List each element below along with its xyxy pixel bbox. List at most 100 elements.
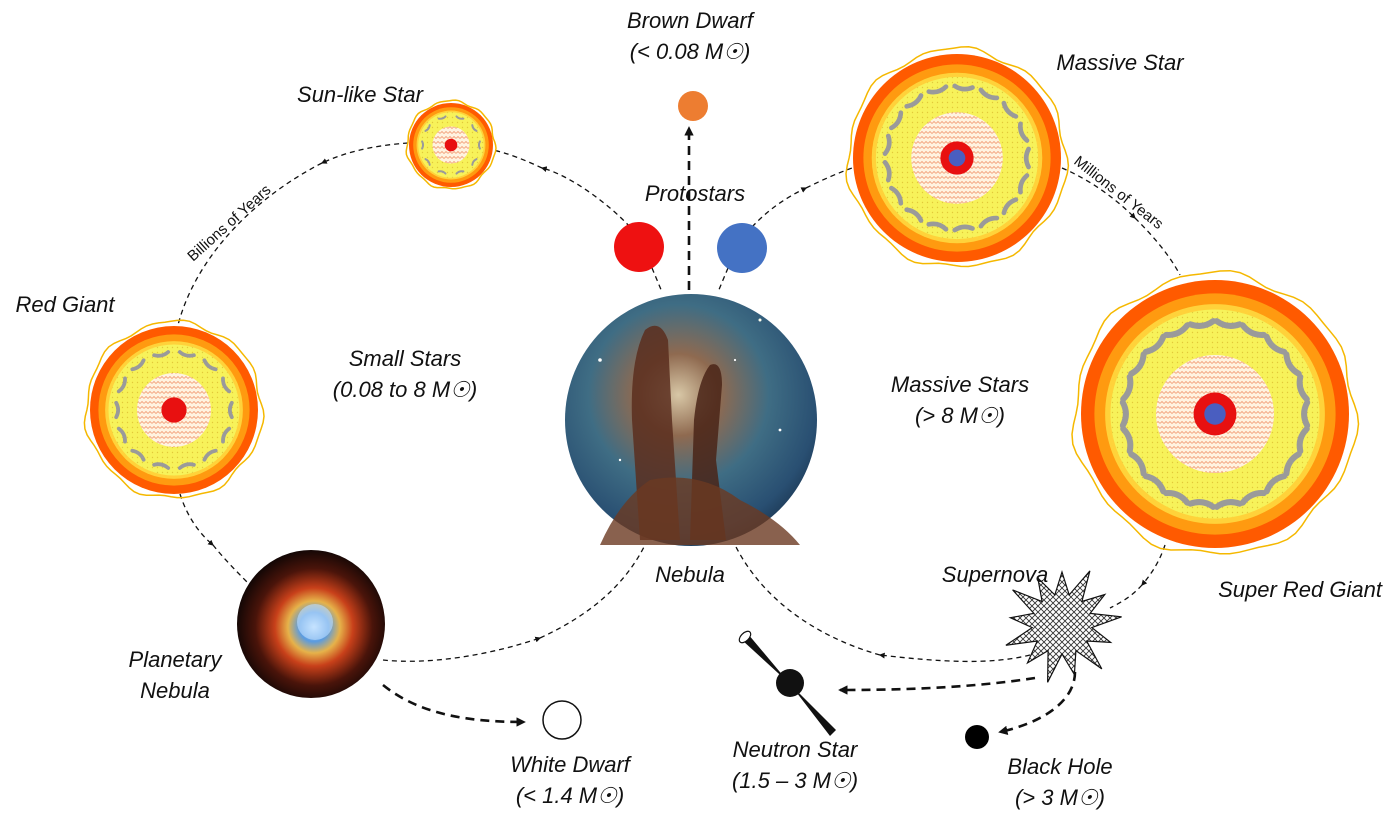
convection-arrow xyxy=(1119,399,1129,429)
brown-dwarf-mass: (< 0.08 M☉) xyxy=(629,38,751,64)
star-corona xyxy=(405,99,497,190)
arc-millions-to-super-red-giant xyxy=(1134,217,1181,276)
small-stars-mass: (0.08 to 8 M☉) xyxy=(332,376,478,402)
convection-arrow xyxy=(1023,146,1031,170)
convection-arrow xyxy=(1239,490,1267,506)
convection-arrow xyxy=(952,224,975,233)
planetary-nebula-image xyxy=(237,550,385,698)
massive-star-graphic xyxy=(845,46,1070,268)
lifecycle-arrows xyxy=(177,126,1181,735)
convection-arrow xyxy=(471,124,478,132)
planetary-nebula-label: Planetary Nebula xyxy=(100,645,250,707)
brown-dwarf-label: Brown Dwarf (< 0.08 M☉) xyxy=(600,6,780,68)
convection-arrow xyxy=(455,115,465,120)
arrow-supernova-to-black-hole xyxy=(998,671,1077,735)
convection-arrow xyxy=(978,215,1000,229)
convection-arrow xyxy=(1296,373,1310,403)
arc-sunlike-start xyxy=(491,149,543,169)
convection-arrow xyxy=(1296,425,1310,455)
convection-arrow xyxy=(424,158,431,166)
convection-arrow xyxy=(1142,473,1167,495)
convection-arrow xyxy=(227,400,234,420)
convection-arrow xyxy=(904,93,924,109)
millions-of-years-label: Millions of Years xyxy=(1071,153,1167,233)
arc-small-protostar-to-sunlike xyxy=(540,166,631,228)
convection-arrow xyxy=(177,462,196,470)
convection-arrow xyxy=(1128,351,1147,377)
super-red-giant-label: Super Red Giant xyxy=(1218,577,1382,602)
convection-arrow xyxy=(889,185,904,206)
arc-billions-to-redgiant xyxy=(177,162,323,326)
white-dwarf-mass: (< 1.4 M☉) xyxy=(515,782,625,808)
star-corona xyxy=(1071,269,1360,555)
convection-arrow xyxy=(437,170,447,175)
white-dwarf-dot xyxy=(542,700,582,740)
convection-arrow xyxy=(114,400,121,420)
convection-arrow xyxy=(904,207,924,223)
arc-planetary-to-nebula-2 xyxy=(539,544,646,639)
white-dwarf-name: White Dwarf xyxy=(510,752,630,777)
convection-arrow xyxy=(1142,333,1167,355)
black-hole-dot xyxy=(965,725,989,749)
neutron-star-mass: (1.5 – 3 M☉) xyxy=(731,767,859,793)
arc-massive-protostar-to-massive-star-2 xyxy=(805,167,853,189)
black-hole-label: Black Hole (> 3 M☉) xyxy=(985,752,1135,814)
small-stars-label: Small Stars (0.08 to 8 M☉) xyxy=(305,344,505,406)
convection-arrow xyxy=(202,358,218,372)
neutron-star-label: Neutron Star (1.5 – 3 M☉) xyxy=(710,735,880,797)
convection-arrow xyxy=(1018,173,1030,195)
convection-arrow xyxy=(202,448,218,462)
arc-redgiant-to-planetary xyxy=(179,493,214,546)
arrow-planetary-to-white-dwarf xyxy=(382,683,526,727)
arc-massive-to-millions xyxy=(1061,167,1136,219)
arc-sunlike-to-billions xyxy=(320,142,409,164)
convection-arrow xyxy=(1187,499,1217,510)
convection-arrow xyxy=(1163,490,1191,506)
convection-arrow xyxy=(1120,373,1134,403)
convection-arrow xyxy=(889,110,904,131)
protostars-label: Protostars xyxy=(644,181,746,206)
planetary-nebula-line1: Planetary xyxy=(128,647,222,672)
convection-arrow xyxy=(152,350,171,358)
black-hole-name: Black Hole xyxy=(1007,754,1113,779)
convection-arrow xyxy=(1120,425,1134,455)
star-core xyxy=(1204,403,1226,425)
convection-arrow xyxy=(952,83,975,92)
convection-arrow xyxy=(471,158,478,166)
planetary-nebula-line2: Nebula xyxy=(140,677,210,703)
convection-arrow xyxy=(455,170,465,175)
convection-arrow xyxy=(1283,351,1302,377)
white-dwarf-label: White Dwarf (< 1.4 M☉) xyxy=(485,750,655,812)
star-core xyxy=(444,138,458,152)
convection-arrow xyxy=(1213,318,1243,329)
massive-stars-label: Massive Stars (> 8 M☉) xyxy=(860,370,1060,432)
brown-dwarf-name: Brown Dwarf xyxy=(627,8,753,33)
convection-arrow xyxy=(1001,197,1019,216)
protostar-massive xyxy=(717,223,767,273)
convection-arrow xyxy=(1301,399,1311,429)
convection-arrow xyxy=(1163,322,1191,338)
arc-redgiant-to-planetary-2 xyxy=(212,544,256,591)
billions-of-years-label: Billions of Years xyxy=(184,181,274,264)
massive-stars-name: Massive Stars xyxy=(890,372,1030,397)
arrow-supernova-to-neutron-star xyxy=(838,676,1036,695)
super-red-giant-graphic xyxy=(1071,269,1360,555)
convection-arrow xyxy=(421,140,425,150)
arc-supernova-to-nebula xyxy=(878,652,1031,663)
convection-arrow xyxy=(221,376,232,394)
convection-arrow xyxy=(221,426,232,444)
convection-arrow xyxy=(1239,322,1267,338)
arc-super-red-giant-to-supernova xyxy=(1141,544,1166,586)
convection-arrow xyxy=(926,84,949,95)
convection-arrow xyxy=(177,350,196,358)
sun-like-star-label: Sun-like Star xyxy=(297,82,423,107)
convection-arrow xyxy=(1128,451,1147,477)
star-core xyxy=(161,397,187,423)
convection-arrow xyxy=(978,87,1000,101)
brown-dwarf-dot xyxy=(678,91,708,121)
convection-arrow xyxy=(1187,318,1217,329)
arc-nebula-to-protostar-small xyxy=(651,267,663,293)
nebula-image xyxy=(565,294,817,546)
convection-arrow xyxy=(152,462,171,470)
convection-arrow xyxy=(1001,100,1019,119)
